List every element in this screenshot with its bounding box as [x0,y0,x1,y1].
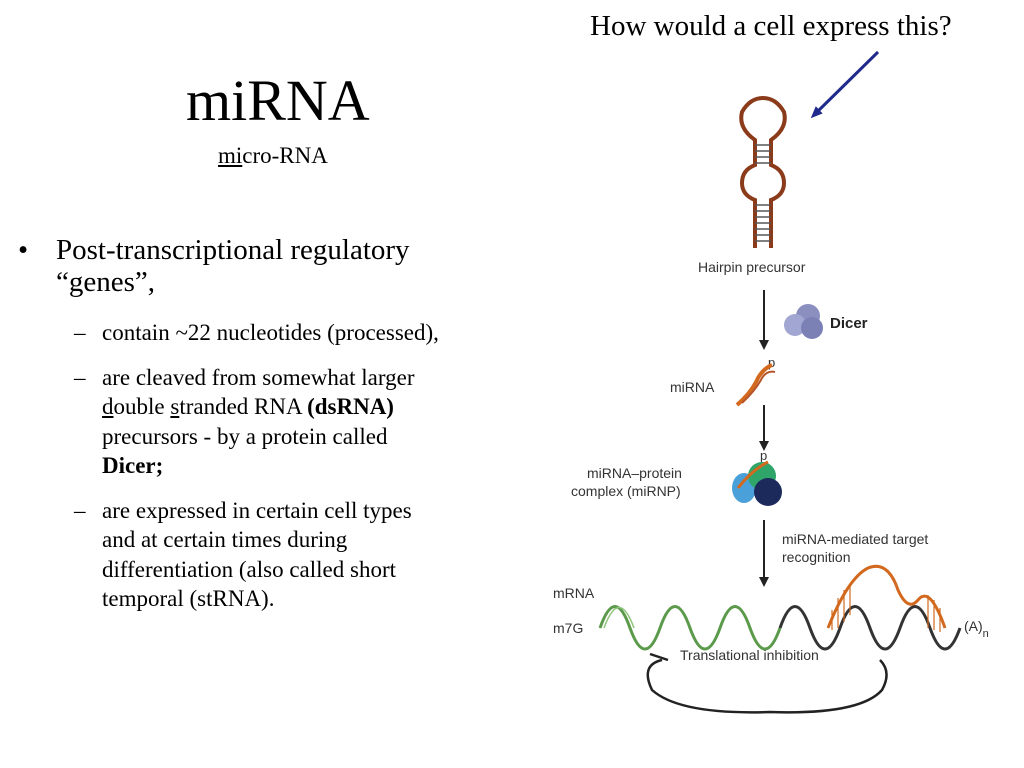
target-label-line2: recognition [782,549,851,565]
m7g-label: m7G [553,620,583,636]
hairpin-structure [739,95,787,248]
subtitle-rest: cro-RNA [242,143,328,168]
p-label: p [760,448,767,463]
dsrna-bold: (dsRNA) [307,394,394,419]
sub-item-nucleotides: – contain ~22 nucleotides (processed), [18,318,518,348]
dash-marker: – [74,364,86,390]
dicer-icon [784,304,823,339]
sub-item-text: contain ~22 nucleotides (processed), [102,320,439,345]
mirna-label: miRNA [670,379,715,395]
polya-label: (A)n [964,618,989,640]
bullet-list: • Post-transcriptional regulatory “genes… [18,234,518,614]
bullet-line-2: “genes”, [56,266,156,298]
subtitle-underlined: mi [218,143,243,168]
underlined-d: d [102,394,114,419]
hairpin-label: Hairpin precursor [698,259,806,275]
question-text: How would a cell express this? [590,10,952,42]
inhibition-label: Translational inhibition [680,647,819,663]
mirnp-complex-icon [732,460,782,506]
sub-item-expressed: – are expressed in certain cell types an… [18,496,518,614]
mirna-duplex [735,363,773,407]
slide-subtitle: micro-RNA [218,143,328,169]
target-label-line1: miRNA-mediated target [782,531,928,547]
sub-item-line-1: are expressed in certain cell types [102,497,412,523]
sub-item-cleaved: – are cleaved from somewhat larger doubl… [18,363,518,481]
text-tranded: tranded RNA [179,394,308,419]
sub-item-line-4: temporal (stRNA). [102,586,275,611]
dash-marker: – [74,320,86,345]
inhibition-bar [649,652,669,662]
bullet-marker: • [18,234,29,266]
bullet-line-1: Post-transcriptional regulatory [56,234,410,266]
inhibition-curve [646,658,888,714]
mrna-label: mRNA [553,585,595,601]
sub-item-line-2: and at certain times during [102,527,348,552]
mirna-pathway-diagram: Hairpin precursor Dicer p miRNA p miRNA–… [553,95,989,714]
underlined-s: s [170,394,180,419]
dicer-label: Dicer [830,315,868,332]
mrna-strand [598,605,962,651]
mirnp-label-line2: complex (miRNP) [571,483,681,499]
sub-item-line-1: are cleaved from somewhat larger [102,364,415,390]
p-label: p [768,355,775,370]
mirnp-label-line1: miRNA–protein [587,465,682,481]
text-ouble: ouble [113,394,171,419]
dicer-bold: Dicer; [102,453,164,478]
sub-item-line-3: precursors - by a protein called [102,423,388,449]
bullet-item: • Post-transcriptional regulatory “genes… [18,234,518,298]
slide-title: miRNA [186,68,370,133]
bound-mirna [826,564,947,629]
dash-marker: – [74,497,86,523]
sub-item-line-3: differentiation (also called short [102,556,397,582]
pointer-arrow [810,50,880,119]
